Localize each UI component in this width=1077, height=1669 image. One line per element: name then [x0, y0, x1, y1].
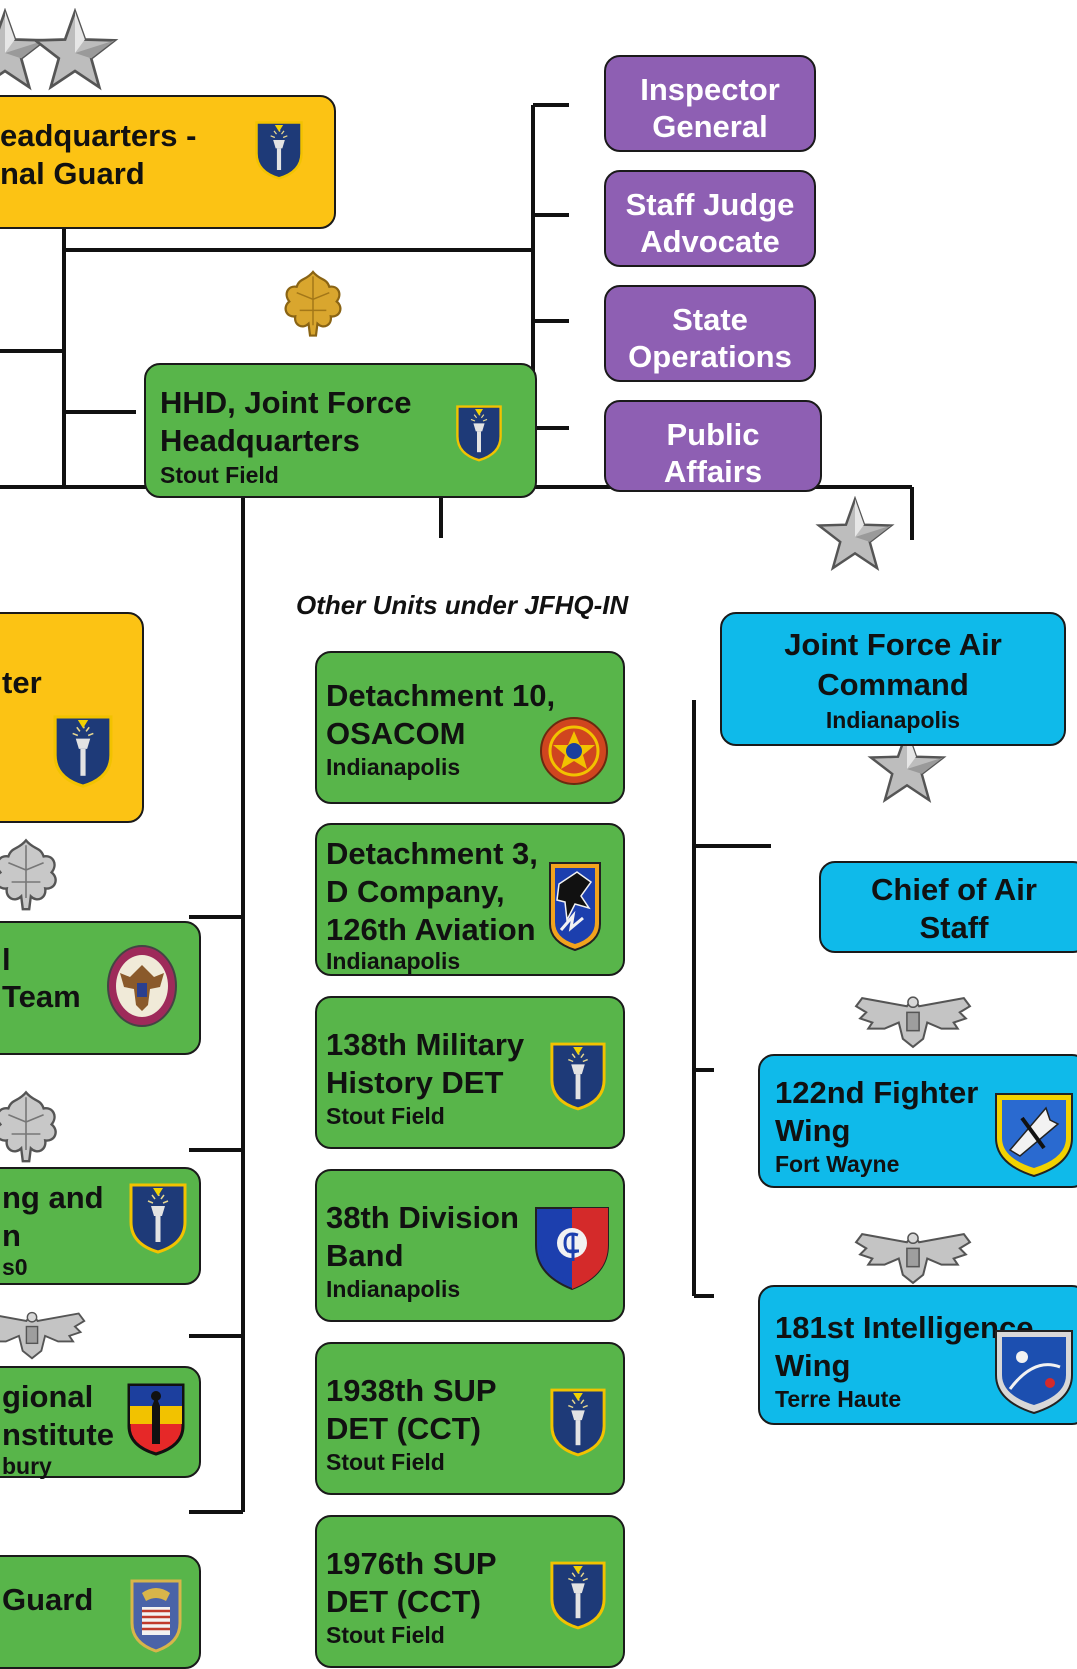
left-unit-box[interactable]: ng and n s0	[0, 1167, 201, 1285]
staff-line1: State	[672, 302, 748, 337]
torch-shield-icon	[129, 1183, 187, 1254]
other-unit-line1: 138th Military	[326, 1027, 525, 1062]
colonel-eagle-icon	[0, 1311, 86, 1360]
other-unit-location: Stout Field	[326, 1103, 445, 1129]
colonel-eagle-icon	[855, 996, 971, 1048]
torch-shield-icon	[53, 715, 113, 788]
staff-line1: Inspector	[640, 72, 780, 107]
air-staff-line2: Staff	[919, 910, 989, 945]
hhd-title-line2: Headquarters	[160, 423, 360, 458]
other-unit-line2: Band	[326, 1238, 404, 1273]
other-unit-line1: Detachment 10,	[326, 678, 556, 713]
wing-location: Terre Haute	[775, 1386, 902, 1412]
left-unit-box[interactable]: l Team	[0, 921, 201, 1055]
wing-line2: Wing	[775, 1348, 851, 1383]
star-insignia-icon	[0, 10, 46, 89]
other-unit-location: Indianapolis	[326, 1276, 461, 1302]
staff-line1: Public	[666, 417, 760, 452]
other-unit-location: Stout Field	[326, 1449, 445, 1475]
air-command-line1: Joint Force Air	[784, 627, 1002, 662]
star-insignia-icon	[817, 498, 893, 570]
left-unit-line2: nstitute	[2, 1417, 114, 1452]
regional-institute-shield-icon	[127, 1383, 185, 1456]
colonel-eagle-icon	[855, 1232, 971, 1284]
torch-shield-icon	[550, 1042, 606, 1111]
other-unit-line2: OSACOM	[326, 716, 466, 751]
osacom-seal-icon	[540, 717, 608, 785]
other-unit-box[interactable]: 1938th SUP DET (CCT) Stout Field	[315, 1342, 625, 1495]
wing-line1: 122nd Fighter	[775, 1075, 979, 1110]
staff-line2: Operations	[628, 339, 792, 374]
intelligence-wing-shield-icon	[995, 1330, 1073, 1415]
left-unit-line2: n	[2, 1218, 21, 1253]
staff-line2: General	[652, 109, 768, 144]
torch-shield-icon	[456, 405, 502, 462]
other-unit-box[interactable]: 38th Division Band Indianapolis	[315, 1169, 625, 1322]
great-seal-icon	[107, 945, 177, 1027]
left-unit-box[interactable]: gional nstitute bury	[0, 1366, 201, 1479]
staff-line2: Affairs	[663, 454, 763, 489]
left-unit-line1: ter	[2, 665, 42, 700]
other-unit-location: Indianapolis	[326, 948, 461, 974]
public-affairs-box[interactable]: Public Affairs	[604, 400, 822, 492]
joint-force-air-command-box[interactable]: Joint Force Air Command Indianapolis	[720, 612, 1066, 746]
torch-shield-icon	[255, 121, 303, 180]
torch-shield-icon	[550, 1388, 606, 1457]
lieutenant-colonel-oak-leaf-icon	[0, 1091, 57, 1163]
state-operations-box[interactable]: State Operations	[604, 285, 816, 382]
inspector-general-box[interactable]: Inspector General	[604, 55, 816, 152]
other-units-caption: Other Units under JFHQ-IN	[296, 590, 629, 620]
staff-line1: Staff Judge	[625, 187, 795, 222]
fighter-wing-shield-icon	[995, 1093, 1073, 1178]
major-oak-leaf-icon	[284, 270, 342, 337]
other-unit-line1: 38th Division	[326, 1200, 519, 1235]
left-unit-box[interactable]: ter	[0, 612, 144, 823]
wing-line1: 181st Intelligence	[775, 1310, 1034, 1345]
other-unit-line2: History DET	[326, 1065, 504, 1100]
other-unit-box[interactable]: Detachment 10, OSACOM Indianapolis	[315, 651, 625, 804]
torch-shield-icon	[550, 1561, 606, 1630]
staff-judge-advocate-box[interactable]: Staff Judge Advocate	[604, 170, 816, 267]
air-command-line2: Command	[817, 667, 969, 702]
star-insignia-icon	[34, 10, 116, 89]
staff-line2: Advocate	[640, 224, 780, 259]
122nd-fighter-wing-box[interactable]: 122nd Fighter Wing Fort Wayne	[758, 1054, 1077, 1188]
other-unit-box[interactable]: 1976th SUP DET (CCT) Stout Field	[315, 1515, 625, 1668]
other-unit-line2: DET (CCT)	[326, 1411, 481, 1446]
other-unit-box[interactable]: Detachment 3, D Company, 126th Aviation …	[315, 823, 625, 976]
left-unit-box[interactable]: Guard	[0, 1555, 201, 1669]
hq-title-line1: eadquarters -	[0, 118, 197, 153]
chief-of-air-staff-box[interactable]: Chief of Air Staff	[819, 861, 1077, 953]
hhd-title-line1: HHD, Joint Force	[160, 385, 412, 420]
other-unit-line3: 126th Aviation	[326, 912, 536, 947]
guard-crest-icon	[130, 1579, 182, 1653]
aviation-brigade-patch-icon	[549, 862, 601, 952]
left-unit-line1: ng and	[2, 1180, 104, 1215]
other-unit-line1: Detachment 3,	[326, 836, 538, 871]
other-unit-line1: 1938th SUP	[326, 1373, 497, 1408]
joint-force-headquarters-box[interactable]: eadquarters - nal Guard	[0, 95, 336, 229]
hhd-joint-force-headquarters-box[interactable]: HHD, Joint Force Headquarters Stout Fiel…	[144, 363, 537, 498]
air-command-location: Indianapolis	[825, 707, 961, 733]
other-unit-line1: 1976th SUP	[326, 1546, 497, 1581]
left-unit-line3: bury	[2, 1453, 52, 1479]
hhd-location: Stout Field	[160, 462, 279, 488]
hq-title-line2: nal Guard	[0, 156, 145, 191]
other-unit-location: Stout Field	[326, 1622, 445, 1648]
left-unit-line1: gional	[2, 1379, 94, 1414]
other-unit-line2: DET (CCT)	[326, 1584, 481, 1619]
wing-line2: Wing	[775, 1113, 851, 1148]
lieutenant-colonel-oak-leaf-icon	[0, 839, 57, 911]
left-unit-line1: Guard	[2, 1582, 94, 1617]
air-staff-line1: Chief of Air	[871, 872, 1037, 907]
wing-location: Fort Wayne	[775, 1151, 900, 1177]
left-unit-line3: s0	[2, 1254, 28, 1280]
other-unit-box[interactable]: 138th Military History DET Stout Field	[315, 996, 625, 1149]
38th-division-patch-icon	[535, 1207, 609, 1291]
left-unit-line2: Team	[2, 979, 81, 1014]
left-unit-line1: l	[2, 942, 11, 977]
other-unit-location: Indianapolis	[326, 754, 461, 780]
181st-intelligence-wing-box[interactable]: 181st Intelligence Wing Terre Haute	[758, 1285, 1077, 1425]
other-unit-line2: D Company,	[326, 874, 505, 909]
